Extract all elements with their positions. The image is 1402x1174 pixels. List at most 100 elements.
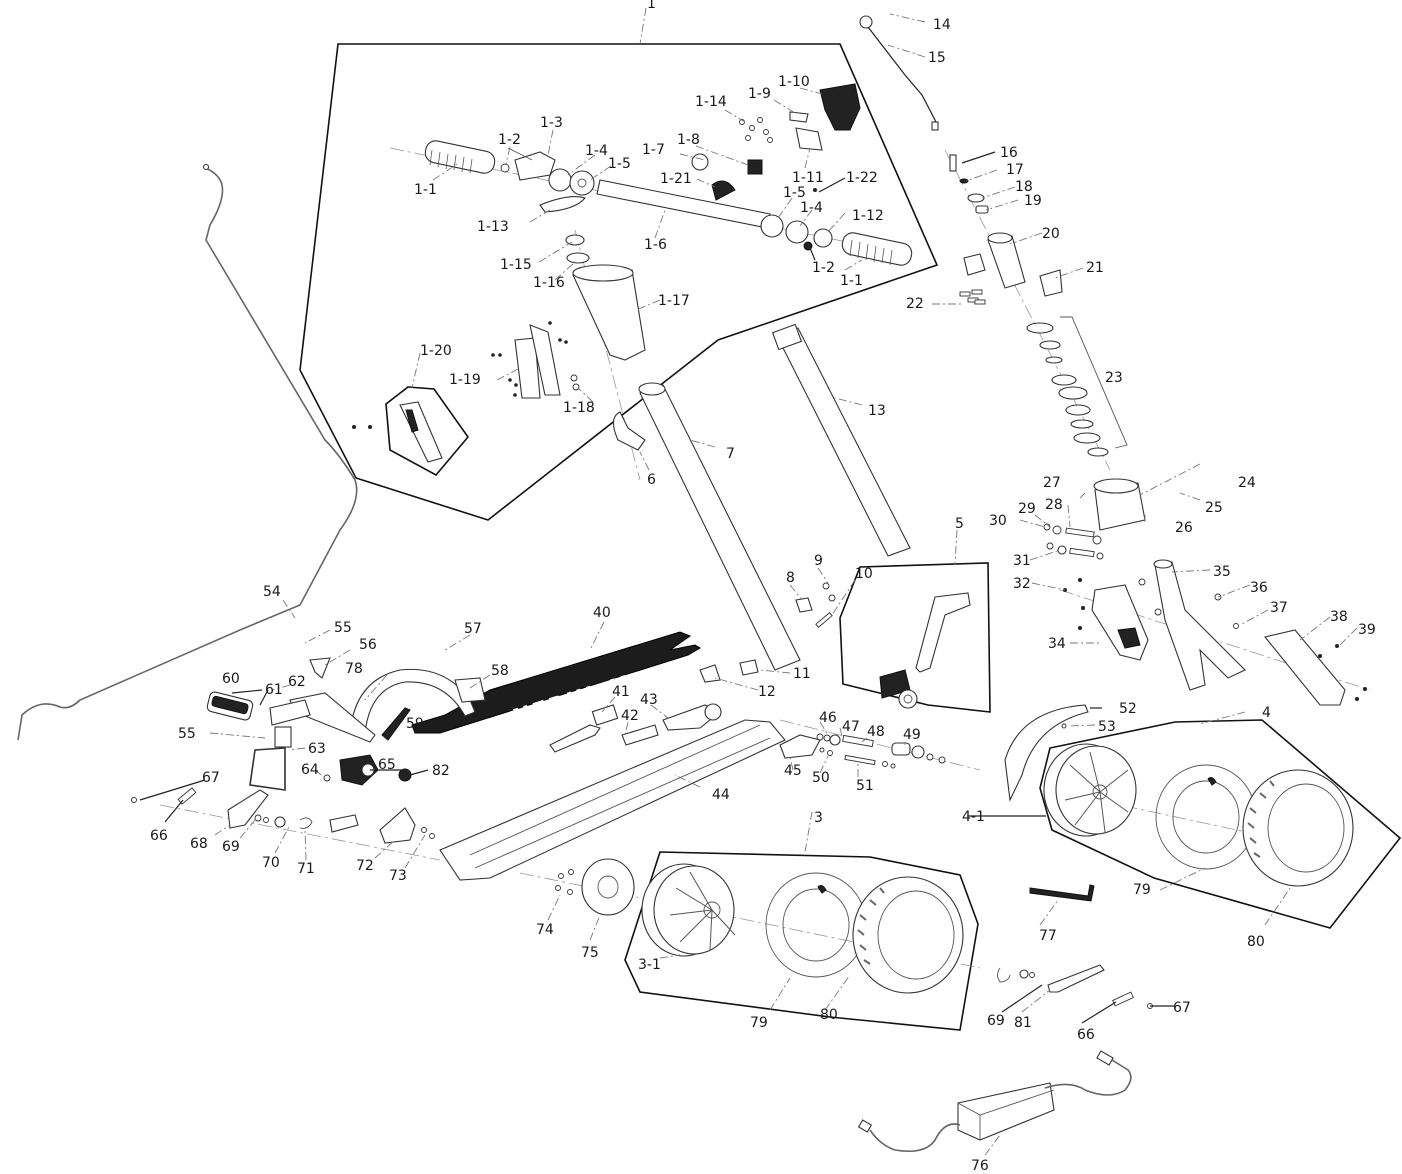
rear-bracket-68-72: [227, 789, 435, 844]
label-82: 82: [432, 763, 450, 779]
label-1-20: 1-20: [420, 343, 452, 359]
screw-1-20b: [368, 425, 372, 429]
folding-rail-13: [771, 323, 911, 557]
part-1-4-right: [785, 220, 809, 244]
label-48: 48: [867, 724, 885, 740]
brake-lever-1-3: [507, 147, 556, 181]
label-67-rear: 67: [202, 770, 220, 786]
washer-18: [967, 193, 985, 203]
label-66-front: 66: [1077, 1027, 1095, 1043]
label-31: 31: [1013, 553, 1031, 569]
part-1-9: [789, 111, 809, 123]
screw-53: [1061, 723, 1067, 729]
label-18: 18: [1015, 179, 1033, 195]
label-40: 40: [593, 605, 611, 621]
label-1-6: 1-6: [644, 237, 667, 253]
label-74: 74: [536, 922, 554, 938]
group-4-front-wheel-outline: [1039, 719, 1402, 929]
label-1-4-right: 1-4: [800, 200, 823, 216]
label-50: 50: [812, 770, 830, 786]
group-1-20-outline: [385, 386, 470, 477]
label-24: 24: [1238, 475, 1256, 491]
front-fender-52: [1004, 704, 1089, 802]
screw-67-rear: [131, 797, 137, 803]
headset-bearings-23: [1026, 316, 1128, 457]
grip-left: [424, 140, 496, 174]
label-57: 57: [464, 621, 482, 637]
disc-screws-74: [555, 869, 574, 895]
brake-cable-15: [859, 15, 939, 131]
fork-clamp-26: [1093, 478, 1146, 531]
label-28: 28: [1045, 497, 1063, 513]
label-1-9: 1-9: [748, 86, 771, 102]
label-55-top: 55: [334, 620, 352, 636]
hex-key-77: [1029, 884, 1095, 902]
folding-lever-41: [549, 704, 619, 753]
frame-44: [439, 719, 786, 881]
label-1-22: 1-22: [846, 170, 878, 186]
label-1-5-left: 1-5: [608, 156, 631, 172]
rear-inner-tube-79: [765, 872, 867, 978]
label-42: 42: [621, 708, 639, 724]
part-10: [815, 612, 833, 628]
label-8: 8: [786, 570, 795, 586]
nut-82: [398, 768, 412, 782]
axis-rear-bracket: [159, 804, 441, 861]
label-10: 10: [855, 566, 873, 582]
label-61: 61: [265, 682, 283, 698]
label-1: 1: [647, 0, 656, 12]
label-77: 77: [1039, 928, 1057, 944]
part-12: [699, 664, 721, 683]
label-17: 17: [1006, 162, 1024, 178]
bracket-56: [309, 657, 331, 679]
part-1-5-right: [760, 214, 784, 238]
fender-bracket-58: [454, 677, 486, 703]
pin-16: [949, 154, 957, 172]
stem-tube-7: [638, 382, 801, 671]
fold-pins-8-12: [699, 582, 836, 683]
label-68: 68: [190, 836, 208, 852]
grip-right: [841, 232, 913, 266]
bracket-42: [621, 724, 659, 746]
label-80-front: 80: [1247, 934, 1265, 950]
clamp-piece-left: [963, 253, 986, 276]
label-15: 15: [928, 50, 946, 66]
label-13: 13: [868, 403, 886, 419]
leader-lines: [139, 7, 1358, 1156]
part-1-5-left: [569, 170, 595, 196]
ring-17: [959, 178, 969, 184]
label-75: 75: [581, 945, 599, 961]
part-1-16: [566, 252, 590, 264]
label-60: 60: [222, 671, 240, 687]
label-16: 16: [1000, 145, 1018, 161]
screws-1-19: [491, 321, 568, 397]
part-11: [739, 659, 759, 676]
label-32: 32: [1013, 576, 1031, 592]
label-78: 78: [345, 661, 363, 677]
label-47: 47: [842, 719, 860, 735]
group-1-handlebar-outline: [299, 43, 939, 521]
steering-stack: [949, 154, 1063, 305]
part-1-4-left: [548, 168, 572, 192]
label-1-16: 1-16: [533, 275, 565, 291]
label-1-10: 1-10: [778, 74, 810, 90]
label-26: 26: [1175, 520, 1193, 536]
label-25: 25: [1205, 500, 1223, 516]
label-70: 70: [262, 855, 280, 871]
label-4: 4: [1262, 705, 1271, 721]
label-44: 44: [712, 787, 730, 803]
label-1-15: 1-15: [500, 257, 532, 273]
label-1-18: 1-18: [563, 400, 595, 416]
screws-32-39: [1063, 578, 1367, 701]
fold-mechanism-45-51: [779, 733, 946, 769]
tail-light-60: [206, 691, 254, 721]
label-81: 81: [1014, 1015, 1032, 1031]
label-1-2-right: 1-2: [812, 260, 835, 276]
front-inner-tube-79: [1155, 764, 1257, 870]
part-1-13: [539, 196, 586, 213]
fork-35: [1153, 559, 1246, 691]
part-1-11: [795, 127, 823, 151]
label-4-1: 4-1: [962, 809, 985, 825]
label-3-1: 3-1: [638, 957, 661, 973]
label-39: 39: [1358, 622, 1376, 638]
